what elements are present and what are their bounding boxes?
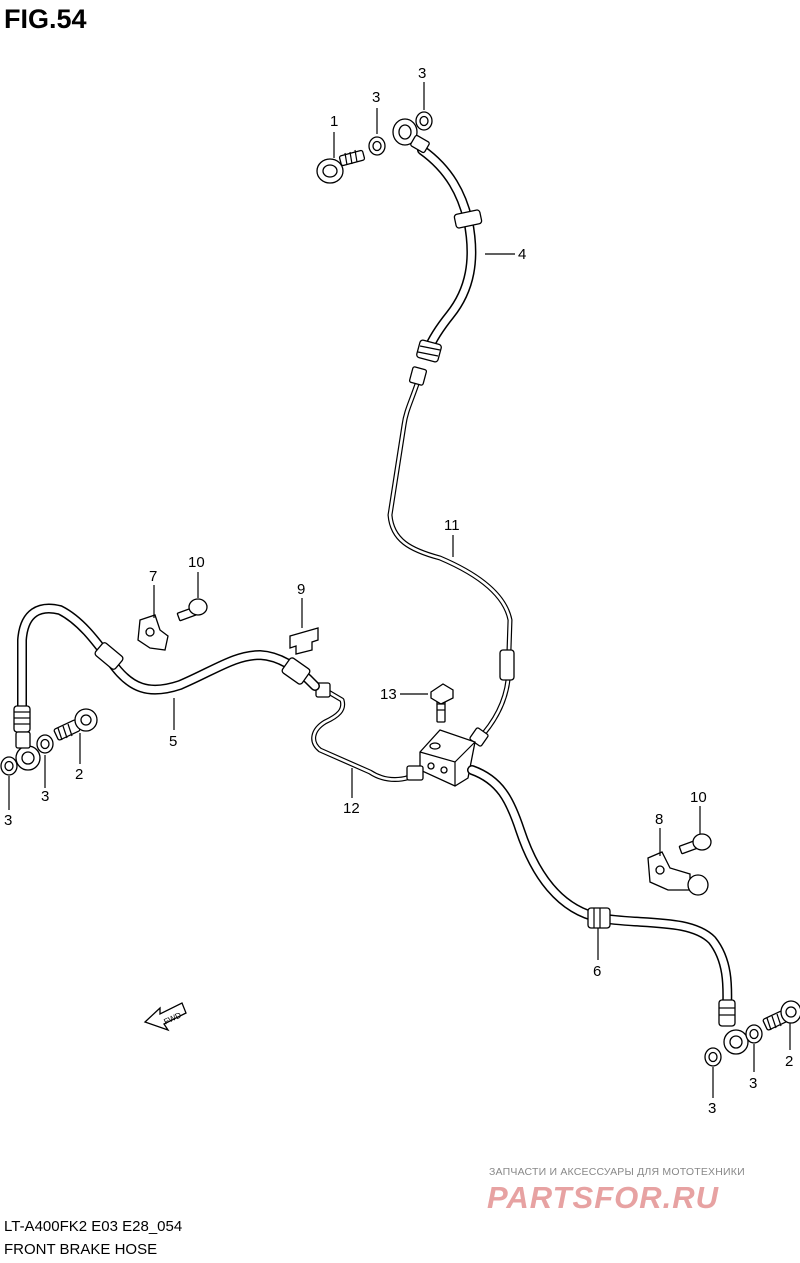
callout-1: 1 (330, 113, 338, 130)
watermark-tagline: ЗАПЧАСТИ И АКСЕССУАРЫ ДЛЯ МОТОТЕХНИКИ (489, 1166, 745, 1178)
washer-icon (415, 111, 433, 131)
callout-6: 6 (593, 963, 601, 980)
callout-7: 7 (149, 568, 157, 585)
callout-13: 13 (380, 686, 397, 703)
hose-bracket-icon (137, 614, 169, 651)
callout-2: 2 (75, 766, 83, 783)
watermark-logo: PARTSFOR.RU (487, 1180, 720, 1215)
figure-name: FRONT BRAKE HOSE (4, 1241, 158, 1258)
callout-3: 3 (708, 1100, 716, 1117)
callout-9: 9 (297, 581, 305, 598)
callout-3: 3 (41, 788, 49, 805)
banjo-bolt-icon (316, 149, 366, 184)
brake-hose-6[interactable] (467, 765, 736, 1027)
banjo-eye-top (392, 118, 430, 154)
joint-bolt-icon (430, 683, 454, 723)
washer-icon (0, 756, 18, 776)
forward-direction-marker: FWD (143, 1002, 187, 1032)
brake-hose-5[interactable] (13, 603, 320, 733)
figure-model-code: LT-A400FK2 E03 E28_054 (4, 1218, 183, 1235)
hose-bracket-icon (647, 851, 709, 896)
callout-4: 4 (518, 246, 526, 263)
washer-icon (368, 136, 386, 156)
figure-title: FIG.54 (4, 4, 87, 34)
callout-11: 11 (444, 517, 460, 534)
bracket-bolt-icon (176, 598, 208, 622)
callout-8: 8 (655, 811, 663, 828)
callout-10: 10 (188, 554, 205, 571)
callout-12: 12 (343, 800, 360, 817)
banjo-bolt-icon (762, 1000, 800, 1031)
washer-icon (704, 1047, 722, 1067)
brake-pipe-11[interactable] (387, 366, 515, 747)
brake-hose-4[interactable] (416, 145, 483, 363)
brake-pipe-12[interactable] (311, 682, 424, 782)
callout-3: 3 (4, 812, 12, 829)
banjo-eye-right (723, 1029, 749, 1055)
brake-joint-icon[interactable] (419, 729, 476, 787)
callout-3: 3 (749, 1075, 757, 1092)
callout-3: 3 (418, 65, 426, 82)
callout-3: 3 (372, 89, 380, 106)
callout-2: 2 (785, 1053, 793, 1070)
callout-5: 5 (169, 733, 177, 750)
washer-icon (745, 1024, 763, 1044)
bracket-bolt-icon (678, 833, 712, 855)
hose-clamp-icon (289, 627, 319, 655)
banjo-eye-left (15, 731, 41, 771)
banjo-bolt-icon (53, 708, 98, 741)
washer-icon (36, 734, 54, 754)
leader-lines (8, 82, 791, 1098)
callout-10: 10 (690, 789, 707, 806)
